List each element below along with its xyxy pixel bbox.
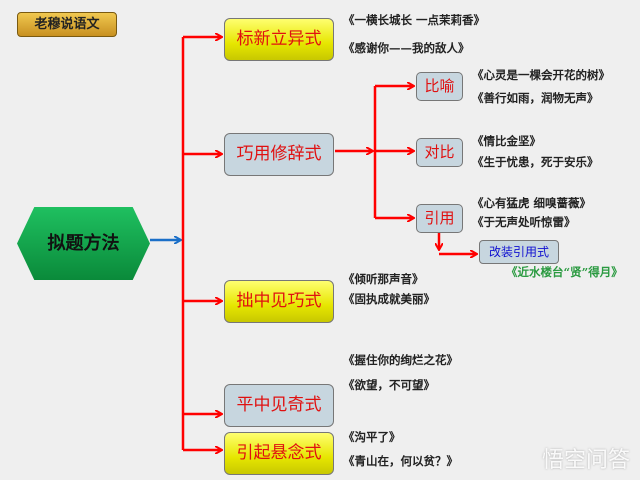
example-title: 《心有猛虎 细嗅蔷薇》 <box>472 196 592 210</box>
example-title: 《青山在，何以贫？》 <box>343 454 458 468</box>
example-title: 《生于忧患，死于安乐》 <box>472 155 599 169</box>
modified-quote-node[interactable]: 改装引用式 <box>479 240 559 264</box>
example-title: 《握住你的绚烂之花》 <box>343 353 458 367</box>
branch-node[interactable]: 标新立异式 <box>224 18 334 61</box>
branch-node[interactable]: 巧用修辞式 <box>224 133 334 176</box>
rhetoric-node[interactable]: 比喻 <box>416 72 463 101</box>
author-badge: 老穆说语文 <box>17 12 117 37</box>
example-title: 《于无声处听惊雷》 <box>472 215 576 229</box>
example-title: 《沟平了》 <box>343 430 401 444</box>
example-title: 《一横长城长 一点茉莉香》 <box>343 13 486 27</box>
example-title: 《情比金坚》 <box>472 134 541 148</box>
example-title: 《感谢你——我的敌人》 <box>343 41 470 55</box>
root-node[interactable]: 拟题方法 <box>17 207 150 280</box>
example-title: 《倾听那声音》 <box>343 272 424 286</box>
branch-node[interactable]: 引起悬念式 <box>224 432 334 475</box>
branch-node[interactable]: 平中见奇式 <box>224 384 334 427</box>
rhetoric-node[interactable]: 引用 <box>416 204 463 233</box>
branch-node[interactable]: 拙中见巧式 <box>224 280 334 323</box>
example-title: 《近水楼台“贤”得月》 <box>506 265 623 279</box>
example-title: 《善行如雨，润物无声》 <box>472 91 599 105</box>
rhetoric-node[interactable]: 对比 <box>416 138 463 167</box>
watermark: 悟空问答 <box>541 448 630 473</box>
example-title: 《欲望，不可望》 <box>343 378 435 392</box>
example-title: 《固执成就美丽》 <box>343 292 435 306</box>
example-title: 《心灵是一棵会开花的树》 <box>472 68 610 82</box>
